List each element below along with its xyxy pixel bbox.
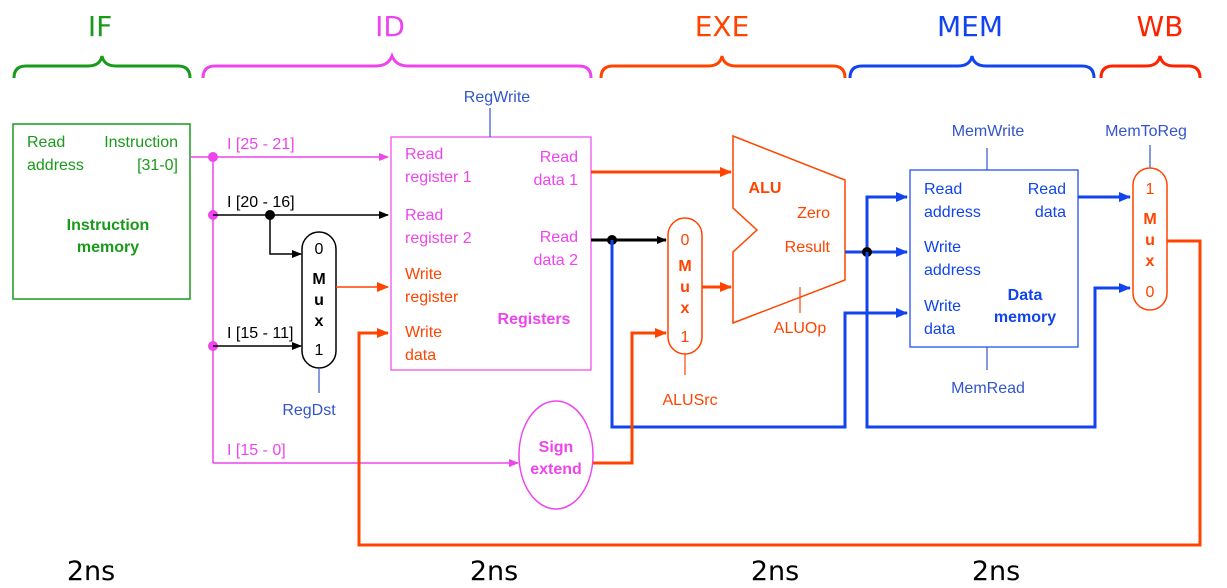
dmem-title-line2: memory [994, 309, 1056, 326]
stage-mem-label: MEM [937, 10, 1003, 43]
stage-wb-brace [1099, 55, 1202, 79]
alu-title: ALU [749, 180, 782, 197]
memtoreg-mux-in0: 0 [1146, 284, 1155, 301]
imem-instruction-label: Instruction [104, 134, 178, 151]
alu: ALU Zero Result ALUOp [732, 134, 846, 337]
memtoreg-mux-m: M [1143, 211, 1156, 228]
stage-wb-label: WB [1137, 10, 1184, 43]
memtoreg-mux: MemToReg 1 M u x 0 [1105, 123, 1187, 311]
wire-alu-bypass [865, 252, 1131, 429]
regdst-mux-x: x [315, 313, 324, 330]
alusrc-mux-x: x [681, 300, 690, 317]
dmem-read-addr-b: address [924, 204, 981, 221]
reg-read-reg1-b: register 1 [405, 169, 472, 186]
reg-read-data1-b: data 1 [534, 172, 579, 189]
reg-read-data2-a: Read [540, 229, 578, 246]
dmem-write-data-a: Write [924, 298, 961, 315]
reg-read-reg1-a: Read [405, 146, 443, 163]
register-file: RegWrite Read register 1 Read register 2… [390, 89, 592, 371]
stage-if-label: IF [88, 10, 112, 43]
imem-bits-label: [31-0] [137, 157, 178, 174]
sign-extend-line2: extend [530, 461, 582, 478]
wire-writeback [357, 239, 1202, 547]
field-rd-label: I [15 - 11] [227, 325, 293, 342]
regdst-control-label: RegDst [282, 402, 336, 419]
dmem-read-addr-a: Read [924, 181, 962, 198]
data-memory: MemWrite MemRead Read address Write addr… [909, 123, 1079, 397]
memtoreg-mux-u: u [1145, 232, 1155, 249]
regdst-mux-u: u [314, 292, 324, 309]
alu-result-label: Result [785, 239, 831, 256]
stage-timings: 2ns 2ns 2ns 2ns [67, 556, 1020, 587]
reg-write-data-a: Write [405, 324, 442, 341]
reg-write-reg-b: register [405, 289, 459, 306]
regdst-mux-m: M [312, 271, 325, 288]
regdst-mux: 0 M u x 1 RegDst [282, 231, 337, 419]
timing-mem: 2ns [972, 556, 1020, 587]
alusrc-mux-in0: 0 [681, 232, 690, 249]
imem-address-label: address [27, 157, 84, 174]
reg-write-data-b: data [405, 347, 436, 364]
alusrc-mux-u: u [680, 279, 690, 296]
dmem-write-addr-b: address [924, 262, 981, 279]
timing-exe: 2ns [751, 556, 799, 587]
reg-read-reg2-b: register 2 [405, 230, 472, 247]
junction-rs [208, 152, 218, 162]
regdst-mux-in0: 0 [315, 241, 324, 258]
memtoreg-control-label: MemToReg [1105, 123, 1187, 140]
alusrc-mux-in1: 1 [681, 329, 690, 346]
reg-read-data2-b: data 2 [534, 252, 579, 269]
instruction-memory: Read Instruction address [31-0] Instruct… [12, 123, 191, 300]
dmem-read-data-b: data [1035, 204, 1066, 221]
sign-extend: Sign extend [518, 400, 594, 510]
alu-zero-label: Zero [797, 205, 830, 222]
sign-extend-line1: Sign [539, 439, 574, 456]
memread-control-label: MemRead [951, 380, 1025, 397]
alusrc-mux-m: M [678, 258, 691, 275]
imem-read-label: Read [27, 134, 65, 151]
aluop-control-label: ALUOp [774, 320, 827, 337]
registers-title: Registers [498, 311, 571, 328]
wire-read-address [865, 192, 908, 252]
wire-sign-extend-out [593, 328, 667, 465]
regdst-mux-in1: 1 [315, 342, 324, 359]
stage-mem-brace [848, 55, 1096, 79]
memtoreg-mux-x: x [1146, 253, 1155, 270]
reg-read-reg2-a: Read [405, 207, 443, 224]
reg-read-data1-a: Read [540, 149, 578, 166]
alusrc-mux: 0 M u x 1 ALUSrc [662, 217, 718, 409]
timing-if: 2ns [67, 556, 115, 587]
field-rs-label: I [25 - 21] [227, 136, 295, 153]
regwrite-control-label: RegWrite [464, 89, 530, 106]
stage-id-brace [201, 51, 593, 79]
junction-rt-split [265, 210, 275, 220]
imem-title-line2: memory [77, 239, 139, 256]
stage-exe-brace [599, 55, 847, 79]
field-imm-label: I [15 - 0] [227, 442, 286, 459]
alusrc-control-label: ALUSrc [662, 392, 717, 409]
reg-write-reg-a: Write [405, 266, 442, 283]
memwrite-control-label: MemWrite [952, 123, 1025, 140]
stage-headers: IF ID EXE MEM WB [12, 10, 1202, 79]
dmem-read-data-a: Read [1028, 181, 1066, 198]
stage-exe-label: EXE [695, 10, 750, 43]
dmem-write-addr-a: Write [924, 239, 961, 256]
stage-if-brace [12, 55, 192, 79]
field-rt-label: I [20 - 16] [227, 194, 295, 211]
timing-id: 2ns [470, 556, 518, 587]
stage-id-label: ID [375, 10, 405, 43]
dmem-write-data-b: data [924, 321, 955, 338]
register-field-wires [213, 211, 389, 350]
dmem-title-line1: Data [1008, 287, 1043, 304]
memtoreg-mux-in1: 1 [1146, 181, 1155, 198]
imem-title-line1: Instruction [67, 217, 150, 234]
